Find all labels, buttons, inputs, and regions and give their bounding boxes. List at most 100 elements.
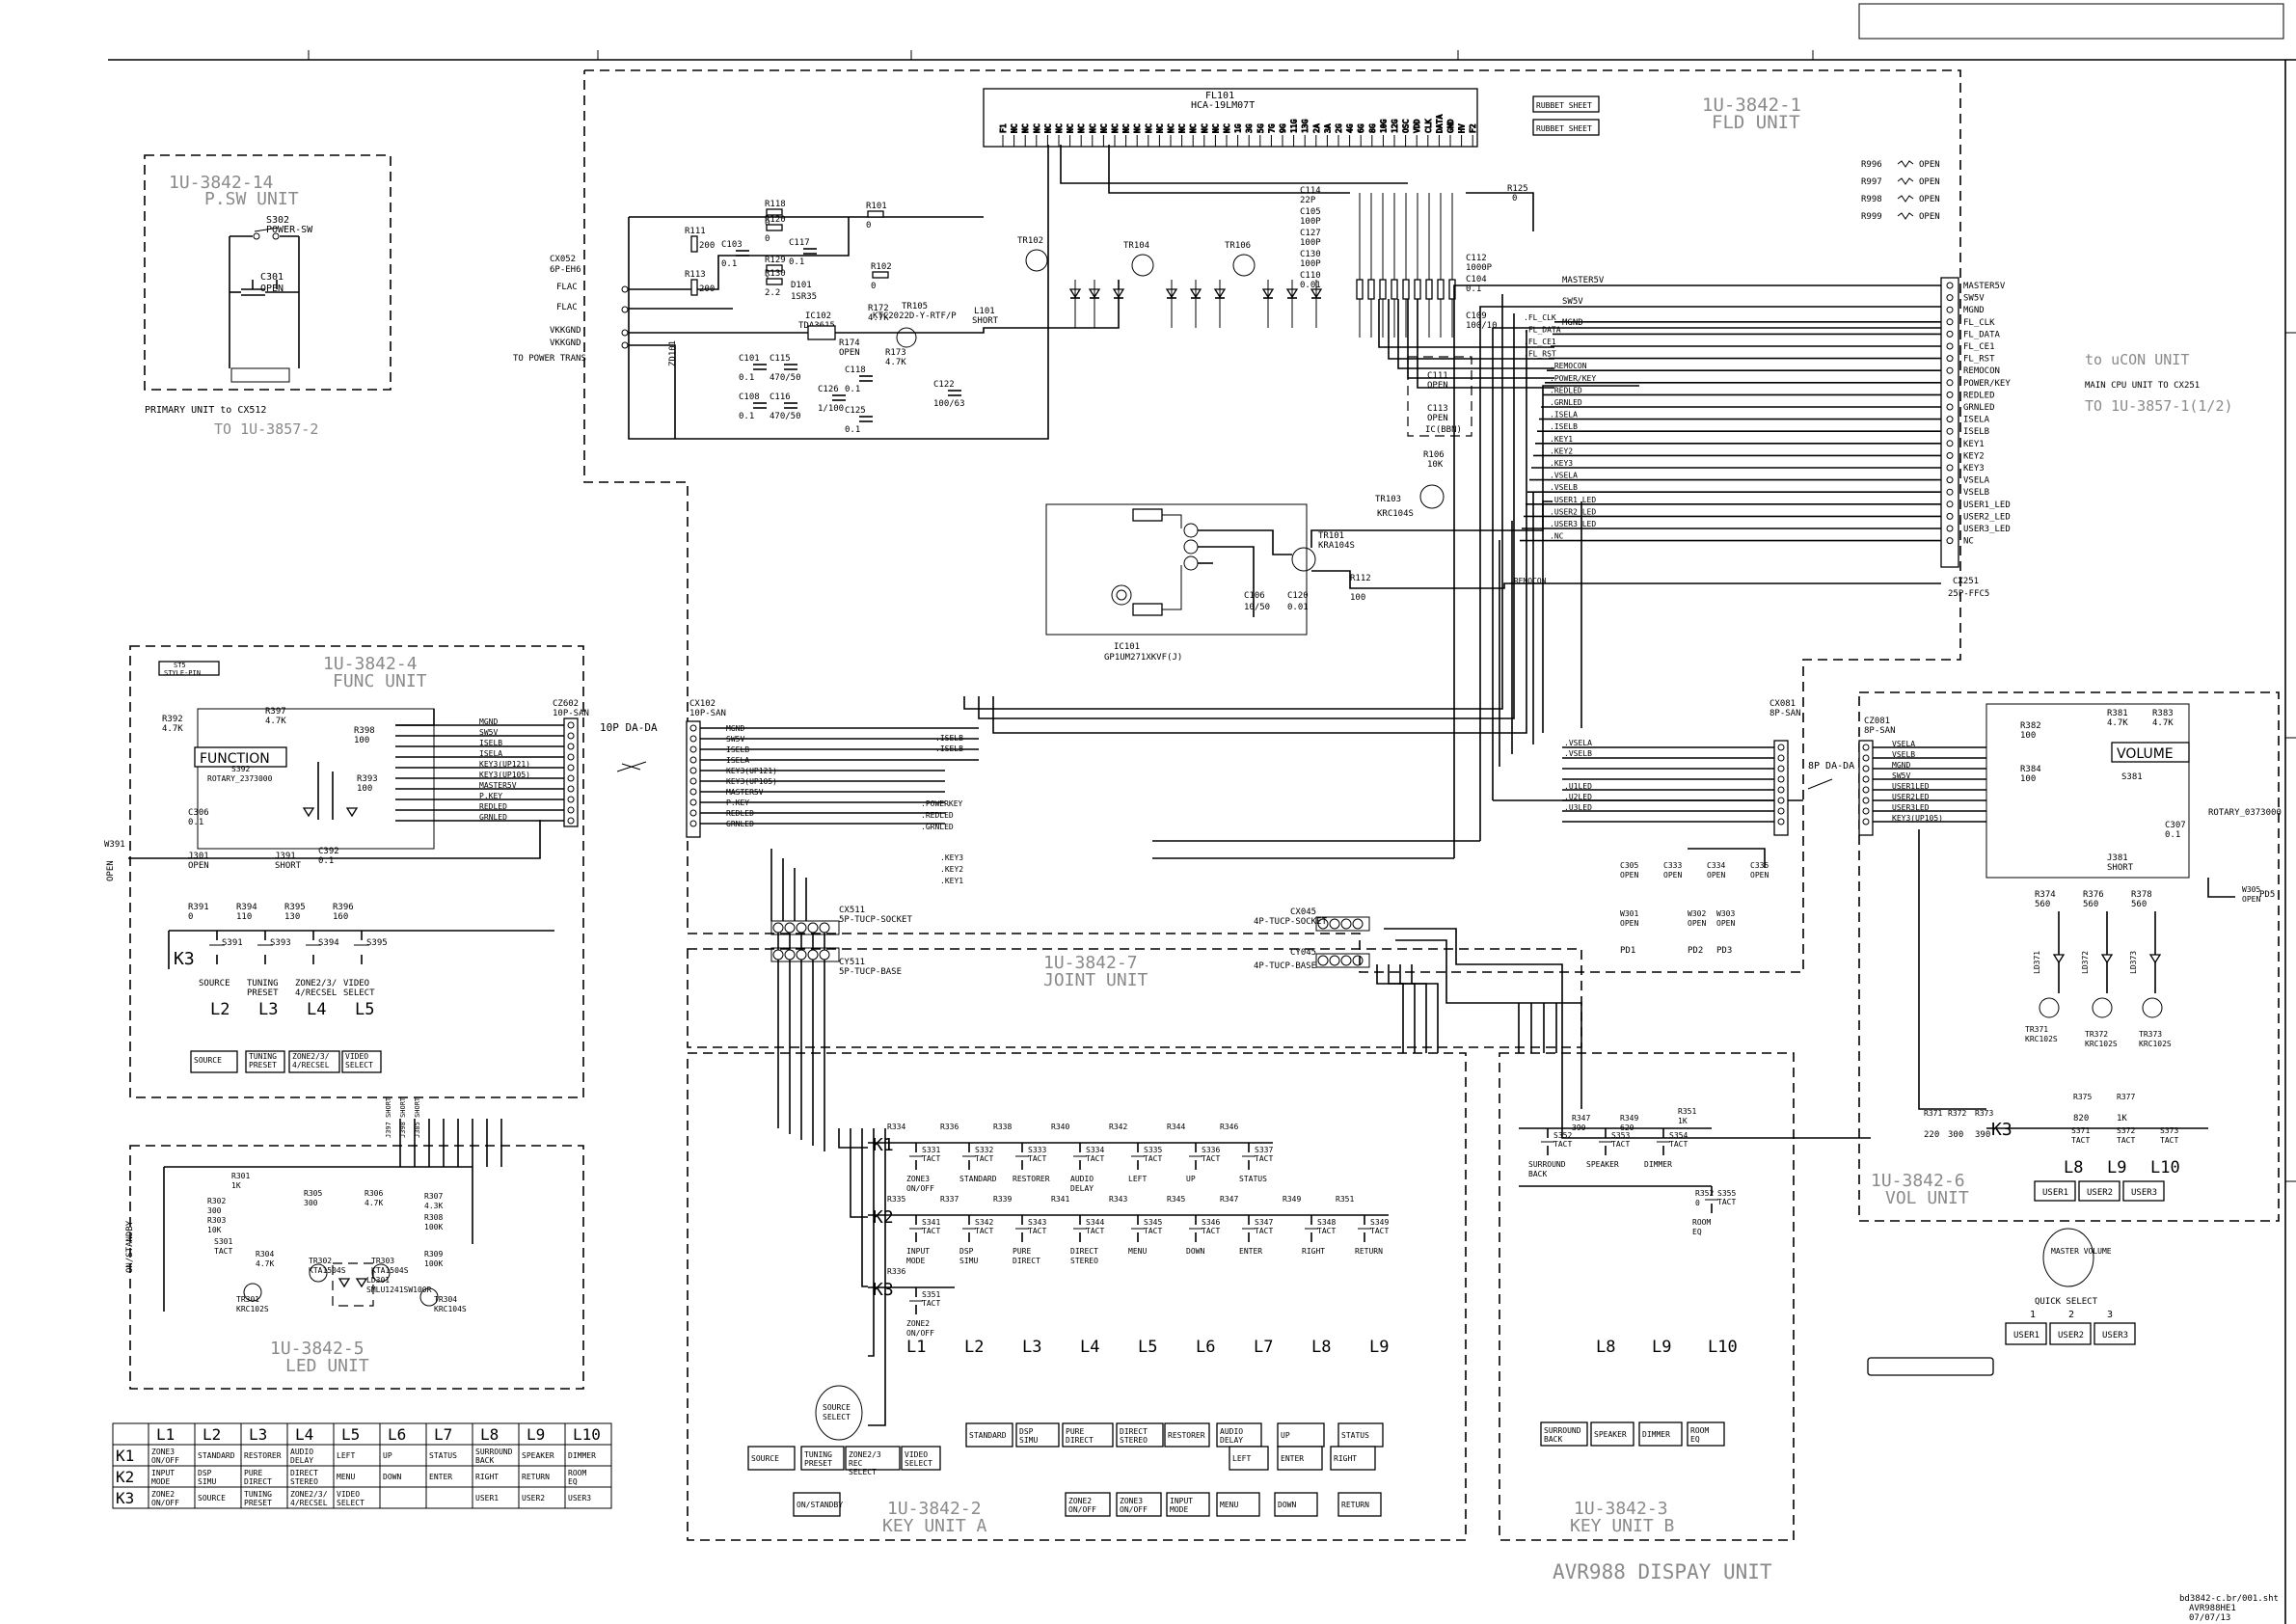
capacitor-value: 0.1 — [721, 259, 737, 269]
jumper-ref: W301 — [1620, 909, 1638, 918]
resistor-symbol — [1897, 195, 1914, 203]
matrix-col-header: L9 — [527, 1425, 545, 1444]
matrix-col-header: L4 — [295, 1425, 313, 1444]
capacitor-value: 100P — [1300, 217, 1321, 227]
cx251-pin — [1946, 464, 1954, 472]
resistor-ref: R336 — [887, 1267, 905, 1276]
fl101-pin-label: 10G — [1379, 119, 1388, 133]
keya-col-label: L2 — [964, 1338, 984, 1357]
cz081-pin — [1862, 807, 1870, 815]
panel-a-button — [1330, 1446, 1376, 1471]
fl101-pin-label: 2A — [1312, 123, 1321, 133]
led-part-ref: R307 — [424, 1192, 443, 1201]
panel-a-button-label: MENU — [1220, 1501, 1238, 1509]
vol-part-value: SHORT — [2107, 863, 2134, 873]
cx251-pin — [1946, 512, 1954, 520]
matrix-cell: PRESET — [244, 1499, 272, 1507]
matrix-cell: ZONE3 — [151, 1448, 175, 1456]
source-select-knob — [815, 1385, 863, 1441]
sheet-title: AVR988 DISPAY UNIT — [1553, 1560, 1772, 1583]
part-ref: R393 — [357, 774, 378, 784]
func-button-label: SOURCE — [194, 1056, 222, 1065]
matrix-cell: ZONE2 — [151, 1490, 175, 1499]
fl101-pin-label: HV — [1458, 123, 1467, 133]
keyb-key-name: SURROUND — [1528, 1160, 1566, 1169]
cx251-pin-label: SW5V — [1963, 294, 1985, 304]
resistor-value: 0 — [765, 234, 770, 244]
panel-a-button — [1216, 1492, 1260, 1517]
cx251-pin — [1946, 451, 1954, 459]
capacitor-ref: C115 — [770, 354, 791, 364]
switch-ref: S373 — [2160, 1126, 2178, 1135]
keya-key-name: ON/OFF — [906, 1184, 934, 1193]
transistor-value: KRC102S — [2139, 1040, 2172, 1048]
part-ref: C392 — [318, 847, 339, 856]
led-part-ref: S301 — [214, 1237, 232, 1246]
resistor-ref: R346 — [1220, 1123, 1238, 1131]
unit-boundaries — [129, 69, 2280, 1541]
svg-text:CY045: CY045 — [1290, 948, 1316, 958]
keyb-key-name: SPEAKER — [1586, 1160, 1619, 1169]
led-part-value: 100K — [424, 1223, 443, 1232]
connector-pin — [621, 285, 629, 293]
net-label: .REDLED — [921, 811, 954, 820]
part-value: 4.7K — [265, 717, 286, 726]
led-part-value: 300 — [207, 1206, 222, 1215]
transistor — [1025, 249, 1048, 272]
ic-ref: IC102 — [805, 311, 831, 321]
switch-ref: S354 — [1669, 1131, 1688, 1140]
part-value: 100 — [354, 736, 369, 745]
jumper-label: J397 SHORT — [385, 1096, 392, 1138]
panel-a-button-label: REC — [849, 1459, 863, 1468]
keya-key-name: MENU — [1128, 1247, 1147, 1256]
matrix-cell: UP — [383, 1451, 392, 1460]
transistor-ref: TR371 — [2025, 1025, 2048, 1034]
to-3857-1-label: TO 1U-3857-1(1/2) — [2085, 397, 2233, 415]
func-unit: ST5 STYLE-PIN FUNCTION S392 ROTARY_23730… — [104, 661, 589, 1073]
cx251-pin — [1946, 501, 1954, 508]
connector-pin — [784, 949, 796, 961]
func-panel-button — [245, 1050, 285, 1073]
source-knob-label: SOURCE — [823, 1403, 851, 1412]
led-part-value: 10K — [207, 1226, 222, 1234]
led-part-ref: R303 — [207, 1216, 226, 1225]
file-id-2: AVR988HE1 — [2189, 1604, 2236, 1613]
connector-pin — [796, 949, 807, 961]
led-ref: LD371 — [2033, 951, 2041, 974]
joint-wire — [1376, 964, 1404, 1053]
keya-key-name: DOWN — [1186, 1247, 1204, 1256]
matrix-col-header: L5 — [341, 1425, 360, 1444]
open-resistor-ref: R997 — [1861, 177, 1882, 187]
panel-a-button-label: TUNING — [804, 1450, 832, 1459]
switch-ref: S345 — [1144, 1218, 1162, 1227]
panel-a-button-label: ZONE2/3 — [849, 1450, 881, 1459]
svg-text:C120: C120 — [1287, 591, 1309, 601]
resistor-ref: R394 — [236, 903, 257, 912]
switch-ref: S335 — [1144, 1146, 1162, 1154]
resistor-symbol — [1897, 177, 1914, 185]
resistor-value: 200 — [699, 241, 715, 251]
fl101-pin-label: NC — [1055, 123, 1064, 133]
svg-text:VKKGND: VKKGND — [550, 338, 581, 348]
svg-text:IC(BBN): IC(BBN) — [1425, 425, 1462, 435]
cz081-pin — [1862, 754, 1870, 762]
resistor-value: 130 — [284, 912, 300, 922]
capacitor-ref: C109 — [1466, 311, 1487, 321]
fl101-pin-label: 3A — [1323, 123, 1332, 133]
func-unit-name: FUNC UNIT — [333, 671, 427, 691]
switch-type: TACT — [922, 1154, 940, 1163]
cx102-pin-label: GRNLED — [726, 820, 754, 828]
cx251-pin-label: VSELB — [1963, 488, 1989, 498]
cx102-pin-label: KEY3(UP105) — [726, 777, 777, 786]
connector-pin — [807, 922, 819, 934]
switch-ref: S393 — [270, 938, 291, 948]
resistor-ref: R395 — [284, 903, 306, 912]
cx251-net-label: .ISELB — [1550, 422, 1578, 431]
vol-part-value: 560 — [2035, 900, 2050, 909]
svg-text:4P-TUCP-SOCKET: 4P-TUCP-SOCKET — [1254, 917, 1327, 927]
resistor-ref: R349 — [1283, 1195, 1301, 1204]
panel-a-button-label: ZONE3 — [1120, 1497, 1143, 1505]
svg-text:25P-FFC5: 25P-FFC5 — [1948, 589, 1989, 599]
vol-part-ref: R374 — [2035, 890, 2056, 900]
keyb-col-label: L9 — [1652, 1338, 1671, 1357]
